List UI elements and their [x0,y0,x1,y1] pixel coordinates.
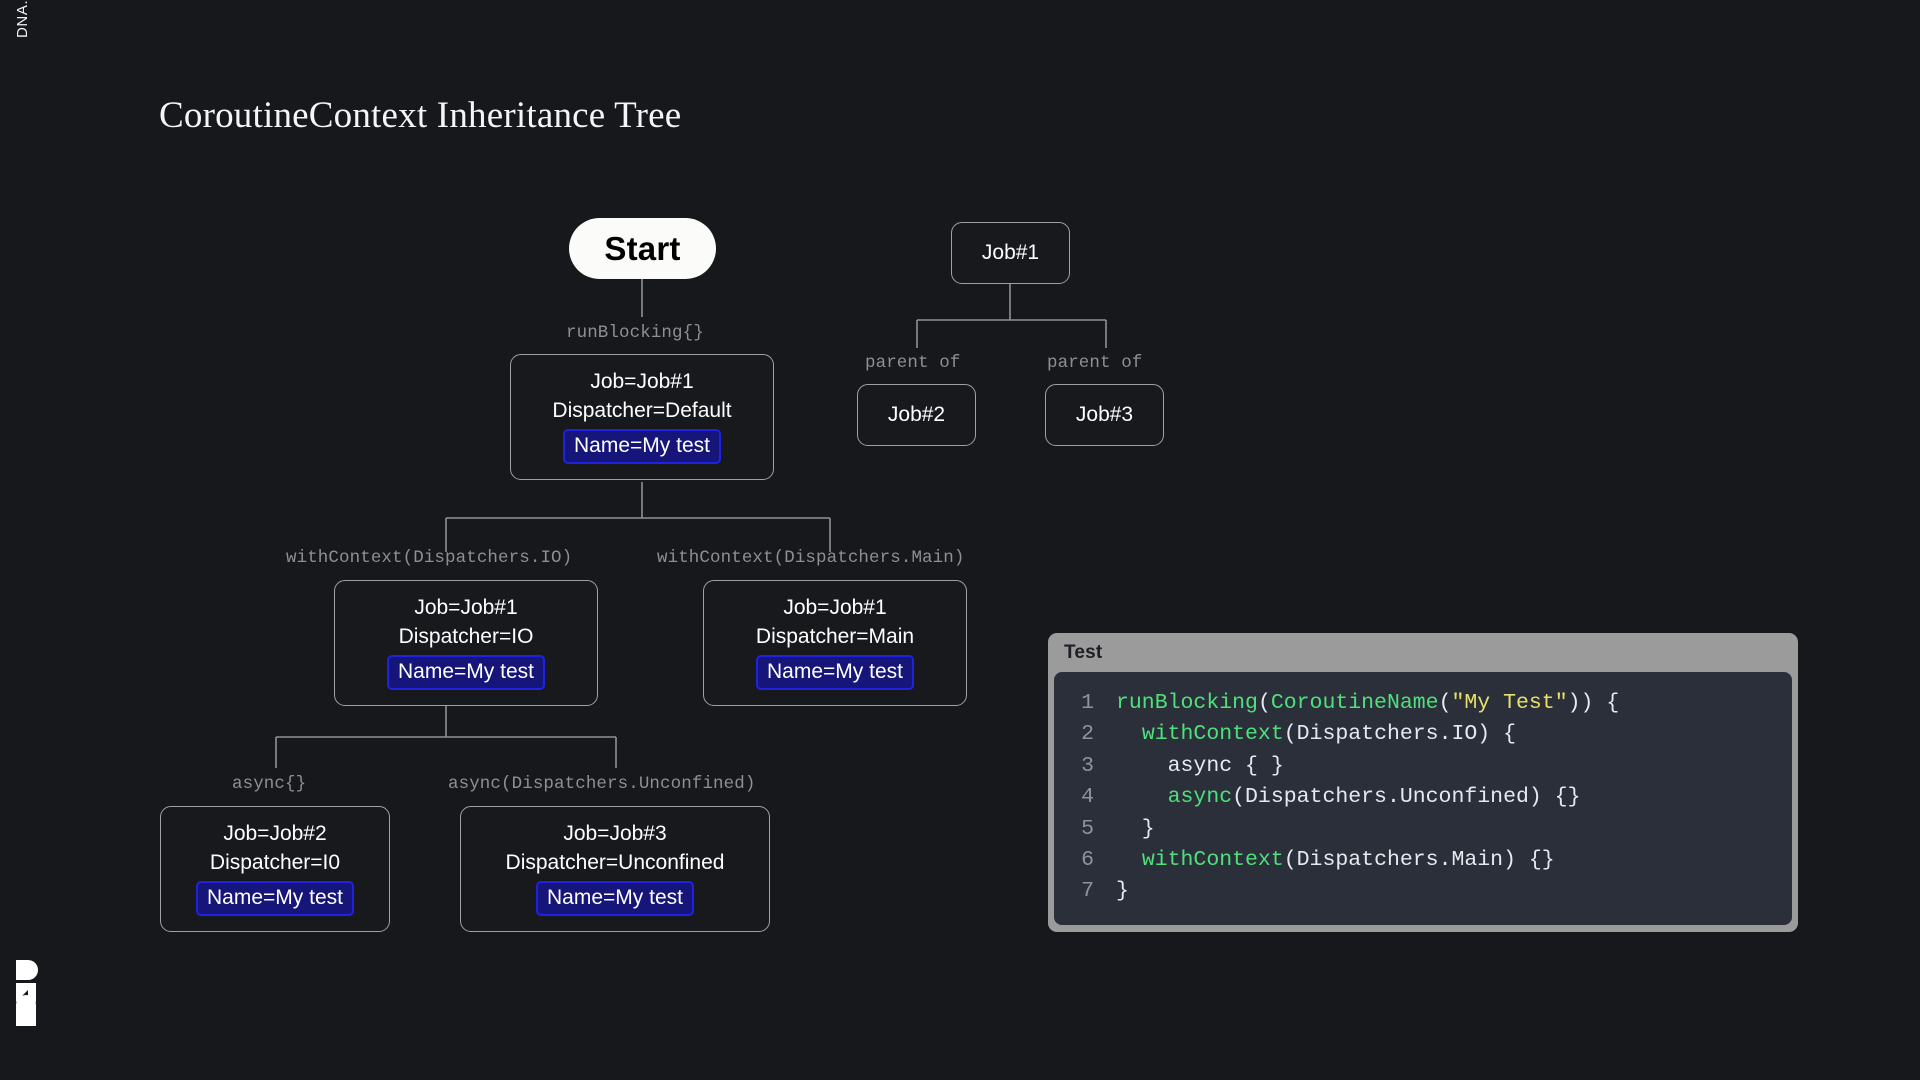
code-line-text: withContext(Dispatchers.IO) { [1116,719,1516,750]
start-node[interactable]: Start [569,218,716,279]
code-line: 3 async { } [1054,751,1792,782]
context-node-io[interactable]: Job=Job#1 Dispatcher=IO Name=My test [334,580,598,707]
brand-vertical-text: DNA.inc [14,0,31,38]
code-token: withContext [1141,722,1284,747]
context-badge-name: Name=My test [196,880,354,917]
code-token: } [1116,879,1129,904]
code-token [1116,848,1142,872]
code-token: withContext [1141,847,1284,872]
code-line-number: 2 [1081,722,1094,747]
code-token: ( [1257,691,1271,715]
code-line: 4 async(Dispatchers.Unconfined) {} [1054,782,1792,813]
edge-label-runblocking: runBlocking{} [566,323,704,343]
code-token: runBlocking [1116,691,1258,715]
start-node-label: Start [604,229,681,267]
code-line-text: runBlocking(CoroutineName("My Test")) { [1116,688,1619,719]
context-line-dispatcher: Dispatcher=IO [398,624,534,648]
code-line-number: 7 [1081,879,1094,904]
context-node-root[interactable]: Job=Job#1 Dispatcher=Default Name=My tes… [510,354,774,481]
job-node-label: Job#2 [887,403,946,427]
job-node-job2[interactable]: Job#2 [857,384,976,446]
code-token: CoroutineName [1270,691,1439,715]
code-token: (Dispatchers.IO) { [1283,722,1516,747]
code-line-text: } [1116,814,1155,845]
code-line-number: 3 [1081,753,1094,778]
context-node-job2[interactable]: Job=Job#2 Dispatcher=I0 Name=My test [160,806,390,933]
edge-label-parent-of-2: parent of [1047,353,1143,373]
context-line-dispatcher: Dispatcher=Unconfined [505,850,725,874]
code-token: (Dispatchers.Unconfined) {} [1232,785,1581,810]
context-node-job3[interactable]: Job=Job#3 Dispatcher=Unconfined Name=My … [460,806,770,933]
code-line-number: 4 [1081,785,1094,810]
context-line-job: Job=Job#2 [223,822,327,845]
code-line-text: async(Dispatchers.Unconfined) {} [1116,782,1581,813]
context-badge-name: Name=My test [563,428,721,465]
job-node-job3[interactable]: Job#3 [1045,384,1164,446]
code-line: 6 withContext(Dispatchers.Main) {} [1054,845,1792,876]
code-line-text: async { } [1116,751,1284,782]
job-node-label: Job#3 [1075,403,1134,427]
edge-label-parent-of-1: parent of [865,353,961,373]
code-token: async { } [1116,753,1284,778]
code-line-number: 5 [1081,816,1094,841]
job-node-label: Job#1 [981,241,1040,265]
context-line-job: Job=Job#1 [590,370,694,393]
context-line-job: Job=Job#1 [414,596,518,619]
code-line-text: withContext(Dispatchers.Main) {} [1116,845,1555,876]
context-line-job: Job=Job#1 [783,596,887,619]
edge-label-withcontext-io: withContext(Dispatchers.IO) [286,548,573,568]
context-badge-name: Name=My test [536,880,694,917]
dna-logo-icon [14,958,40,1028]
code-token [1116,722,1142,746]
code-token: (Dispatchers.Main) {} [1283,847,1555,872]
code-token: "My Test" [1451,691,1568,715]
edge-label-async-unconfined: async(Dispatchers.Unconfined) [448,774,756,794]
code-panel-title: Test [1064,642,1103,663]
context-node-main[interactable]: Job=Job#1 Dispatcher=Main Name=My test [703,580,967,707]
code-token [1116,785,1168,809]
context-badge-name: Name=My test [756,654,914,691]
context-line-dispatcher: Dispatcher=I0 [209,850,341,874]
code-token: async [1167,785,1233,810]
code-line: 7} [1054,876,1792,907]
code-line-text: } [1116,876,1129,907]
code-token: } [1116,816,1155,841]
code-line: 2 withContext(Dispatchers.IO) { [1054,719,1792,750]
context-line-job: Job=Job#3 [563,822,667,845]
page-title: CoroutineContext Inheritance Tree [159,95,682,136]
job-node-root[interactable]: Job#1 [951,222,1070,284]
context-badge-name: Name=My test [387,654,545,691]
code-token: )) { [1567,691,1620,715]
code-token: ( [1438,691,1452,715]
context-line-dispatcher: Dispatcher=Main [755,624,915,648]
code-line-number: 1 [1081,691,1094,715]
edge-label-async: async{} [232,774,307,794]
edge-label-withcontext-main: withContext(Dispatchers.Main) [657,548,965,568]
code-line: 5 } [1054,814,1792,845]
context-line-dispatcher: Dispatcher=Default [552,398,732,422]
code-line-number: 6 [1081,847,1094,872]
